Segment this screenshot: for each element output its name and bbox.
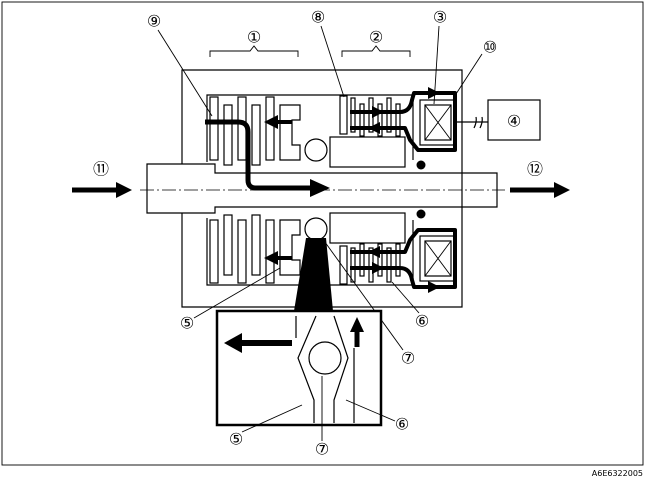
coil-bottom	[419, 235, 457, 282]
callout-12: ⑫	[527, 160, 543, 179]
callout-1: ①	[247, 28, 261, 47]
control-box	[487, 99, 541, 141]
wire-break	[473, 116, 483, 129]
callout-4: ④	[507, 112, 521, 131]
pilot-cam-top	[329, 136, 406, 168]
output-arrow	[510, 182, 570, 198]
leader-lines	[157, 25, 483, 351]
brace-2	[341, 45, 411, 57]
detail-contents	[224, 315, 364, 423]
figure-code: A6E6322005	[592, 469, 643, 478]
inset-callout-6: ⑥	[395, 415, 409, 434]
callout-2: ②	[369, 28, 383, 47]
shaft	[146, 163, 498, 214]
callout-5: ⑤	[180, 314, 194, 333]
coil-top	[419, 99, 457, 146]
callout-7: ⑦	[401, 349, 415, 368]
torque-flow-arrowhead	[310, 179, 330, 197]
callout-9: ⑨	[147, 12, 161, 31]
callout-10: ⑩	[483, 38, 497, 57]
torque-flow-arrow	[205, 119, 312, 191]
callout-3: ③	[433, 8, 447, 27]
main-clutch-plates-bottom	[209, 214, 301, 284]
flux-loop-top	[350, 87, 457, 152]
inset-callout-7: ⑦	[315, 440, 329, 459]
main-clutch-plates-top	[209, 96, 301, 166]
thrust-arrow-bottom	[264, 251, 292, 265]
inset-leader-lines	[241, 376, 396, 441]
brace-1	[209, 45, 299, 57]
figure-border	[1, 1, 644, 466]
dot-bottom	[416, 209, 426, 219]
callout-8: ⑧	[311, 8, 325, 27]
input-arrow	[72, 182, 132, 198]
ball-top	[304, 138, 328, 162]
dot-top	[416, 160, 426, 170]
flux-loop-bottom	[350, 228, 457, 293]
housing-inner-top	[206, 94, 414, 162]
ball-bottom	[304, 217, 328, 241]
thrust-arrow-top	[264, 115, 292, 129]
pilot-clutch-plates-bottom	[350, 243, 401, 283]
housing	[181, 69, 463, 308]
pilot-cam-bottom	[329, 212, 406, 244]
inset-callout-5: ⑤	[229, 430, 243, 449]
callout-11: ⑪	[93, 160, 109, 179]
callout-6: ⑥	[415, 312, 429, 331]
armature-bottom	[339, 245, 348, 285]
detail-connector	[294, 238, 333, 311]
armature-top	[339, 95, 348, 135]
